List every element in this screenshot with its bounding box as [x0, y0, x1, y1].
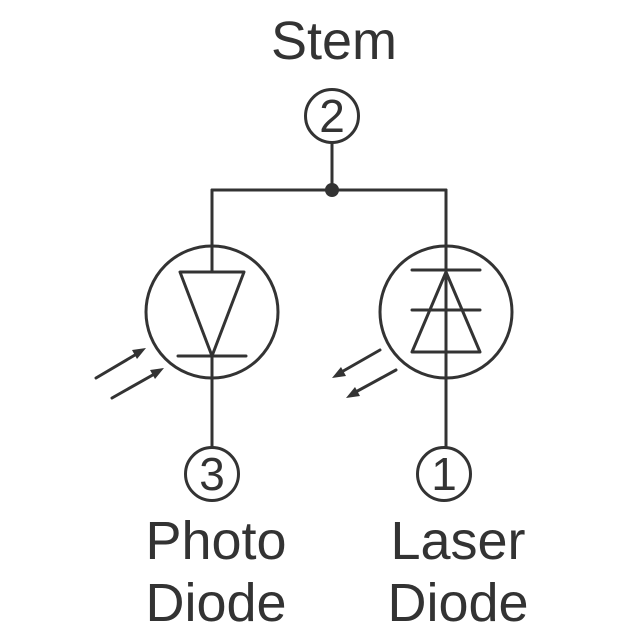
pin-2-marker: 2 — [304, 88, 360, 144]
photo-diode-label-line1: Photo — [145, 511, 287, 571]
laser-diode-label-line1: Laser — [390, 511, 526, 571]
light-in-arrow-1 — [94, 350, 142, 380]
stem-label: Stem — [270, 11, 398, 71]
light-out-arrowhead-2 — [346, 387, 360, 398]
pin-3-number: 3 — [199, 448, 225, 500]
light-in-arrowhead-2 — [150, 368, 164, 379]
pin-3-marker: 3 — [184, 446, 240, 502]
pin-1-number: 1 — [431, 448, 457, 500]
laser-diode-label: Laser Diode — [348, 510, 568, 634]
laser-diode-label-line2: Diode — [387, 573, 529, 633]
light-out-arrow-1 — [336, 348, 382, 376]
pin-1-marker: 1 — [416, 446, 472, 502]
light-in-arrowhead-1 — [132, 348, 146, 359]
light-out-arrowhead-1 — [332, 367, 346, 378]
junction-dot — [325, 183, 339, 197]
pin-2-number: 2 — [319, 90, 345, 142]
photo-diode-symbol — [178, 270, 246, 358]
light-out-arrow-2 — [350, 368, 398, 396]
photo-diode-label-line2: Diode — [145, 573, 287, 633]
photo-diode-label: Photo Diode — [106, 510, 326, 634]
light-in-arrow-2 — [110, 370, 160, 400]
